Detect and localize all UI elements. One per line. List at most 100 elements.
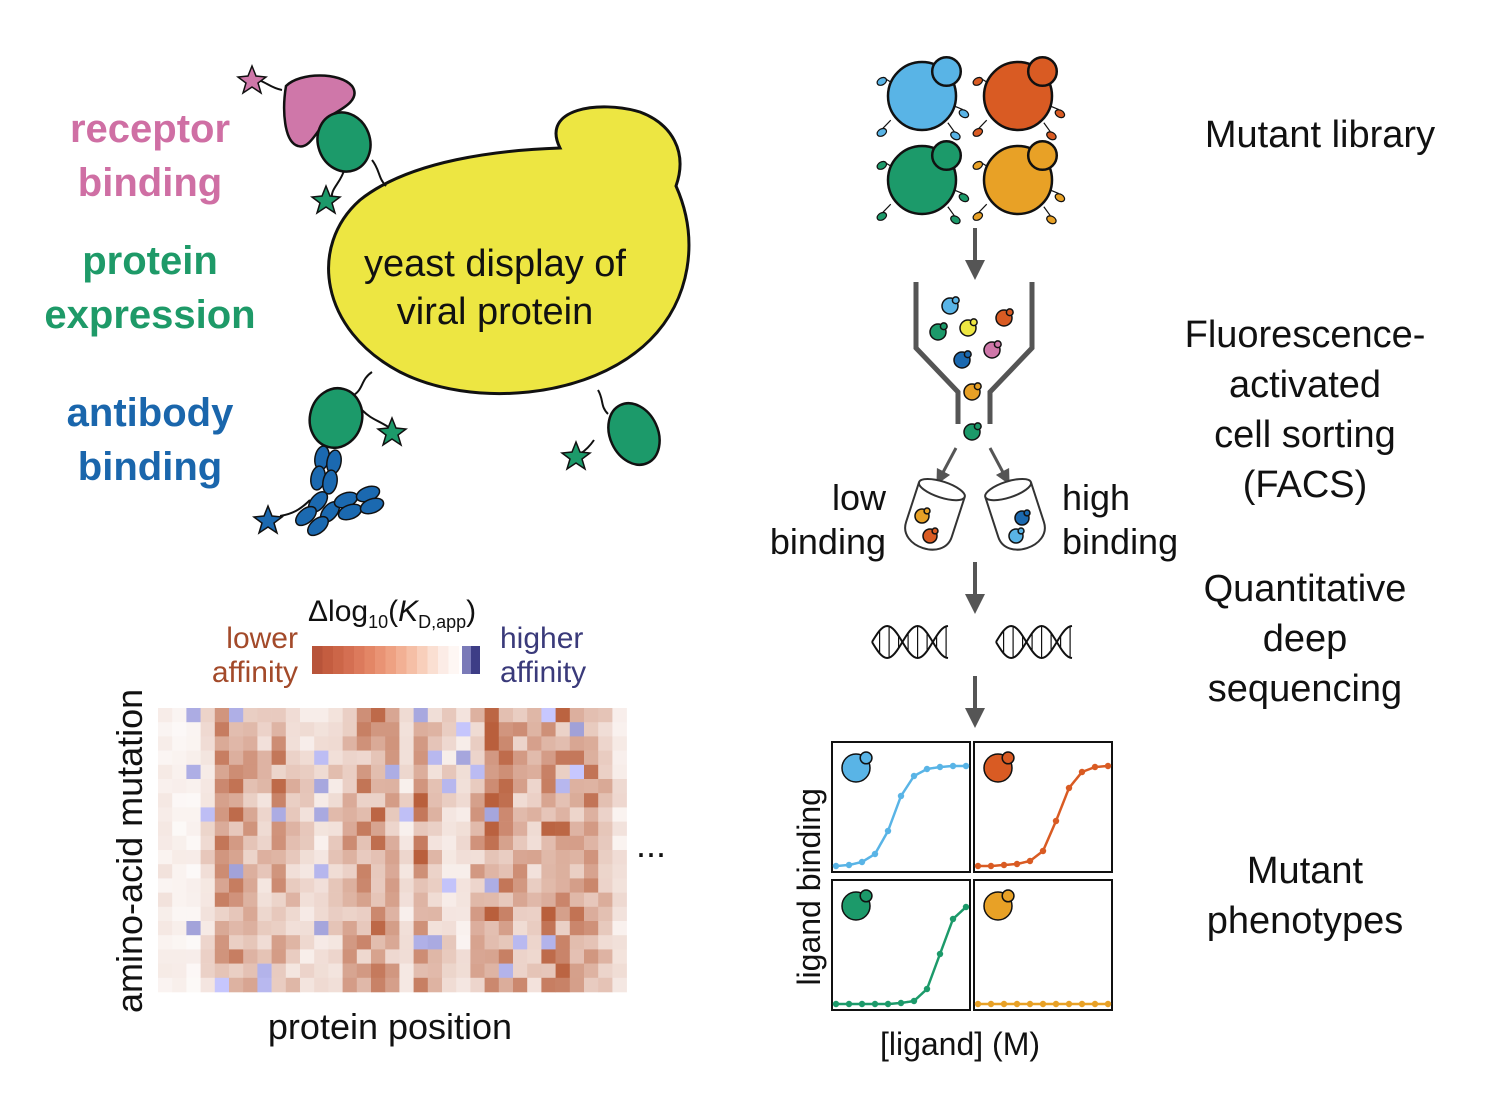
heatmap-cell <box>243 935 258 950</box>
heatmap-cell <box>584 793 599 808</box>
heatmap-cell <box>612 878 627 893</box>
heatmap-cell <box>527 935 542 950</box>
heatmap-cell <box>584 949 599 964</box>
heatmap-cell <box>186 850 201 865</box>
heatmap-cell <box>285 906 301 922</box>
heatmap-cell <box>612 736 627 751</box>
heatmap-cell <box>427 977 443 993</box>
colorbar-title-sub2: D,app <box>418 612 467 632</box>
heatmap-cell <box>399 736 414 751</box>
heatmap-cell <box>413 807 429 822</box>
heatmap-xlabel: protein position <box>267 1006 513 1047</box>
heatmap-cell <box>214 906 230 922</box>
heatmap-cell <box>300 949 315 964</box>
heatmap-cell <box>314 949 329 964</box>
heatmap-cell <box>541 921 556 936</box>
binding-point <box>1026 857 1034 865</box>
heatmap-cell <box>342 935 358 950</box>
heatmap-cell <box>513 750 528 766</box>
heatmap-cell <box>555 963 571 979</box>
heatmap-cell <box>498 949 514 964</box>
heatmap-cell <box>413 864 429 879</box>
heatmap-cell <box>229 736 244 751</box>
heatmap-cell <box>584 708 599 723</box>
heatmap-cell <box>413 835 429 851</box>
heatmap-cell <box>399 878 414 893</box>
heatmap-cell <box>541 850 556 865</box>
heatmap-cell <box>598 736 613 751</box>
heatmap-cell <box>328 963 343 979</box>
heatmap-cell <box>328 821 343 837</box>
heatmap-cell <box>569 722 585 737</box>
heatmap-cell <box>555 892 571 908</box>
heatmap-cell <box>498 835 514 851</box>
heatmap-cell <box>598 935 613 950</box>
heatmap-cell <box>200 722 216 737</box>
heatmap-cell <box>257 793 272 808</box>
heatmap-cell <box>569 935 585 950</box>
heatmap-cell <box>200 977 216 993</box>
heatmap-cell <box>285 736 301 751</box>
lower-affinity-label: lower affinity <box>186 622 298 690</box>
heatmap-cell <box>513 764 528 780</box>
heatmap-cell <box>243 722 258 737</box>
heatmap-cell <box>399 977 414 993</box>
heatmap-cell <box>399 892 414 908</box>
heatmap-cell <box>172 935 187 950</box>
library-cell-blue <box>876 55 970 141</box>
heatmap-cell <box>342 977 358 993</box>
binding-point <box>1052 817 1060 825</box>
binding-panel-0 <box>831 741 971 873</box>
heatmap-cell <box>442 722 457 737</box>
heatmap-cell <box>300 921 315 936</box>
heatmap-cell <box>484 793 500 808</box>
heatmap-cell <box>427 764 443 780</box>
heatmap-cell <box>356 935 372 950</box>
heatmap-cell <box>612 764 627 780</box>
binding-point <box>1000 1000 1008 1008</box>
heatmap-cell <box>484 921 500 936</box>
heatmap-cell <box>214 793 230 808</box>
heatmap-cell <box>427 807 443 822</box>
heatmap-cell <box>413 779 429 794</box>
heatmap-cell <box>314 821 329 837</box>
funnel-cell-7 <box>963 422 982 441</box>
heatmap-cell <box>442 963 457 979</box>
heatmap-cell <box>470 963 485 979</box>
heatmap-cell <box>285 864 301 879</box>
lower-affinity-line2: affinity <box>211 656 298 689</box>
heatmap-cell <box>300 807 315 822</box>
heatmap-cell <box>214 821 230 837</box>
heatmap-cell <box>158 793 173 808</box>
binding-panel-cell-icon <box>841 751 873 783</box>
heatmap-cell <box>371 793 386 808</box>
heatmap-cell <box>598 708 613 723</box>
heatmap-cell <box>484 736 500 751</box>
heatmap-cell <box>214 864 230 879</box>
heatmap-cell <box>399 807 414 822</box>
step-facs-line1: Fluorescence- <box>1184 314 1426 356</box>
heatmap-cell <box>612 892 627 908</box>
heatmap-cell <box>285 878 301 893</box>
binding-point <box>923 985 931 993</box>
heatmap-cell <box>229 722 244 737</box>
binding-point <box>1091 1000 1099 1008</box>
heatmap-cell <box>342 722 358 737</box>
heatmap-cell <box>527 850 542 865</box>
heatmap-cell <box>158 807 173 822</box>
heatmap-cell <box>385 963 400 979</box>
heatmap-cell <box>172 708 187 723</box>
step-sequencing-line1: Quantitative <box>1203 568 1407 610</box>
heatmap-cell <box>470 807 485 822</box>
heatmap-cell <box>541 977 556 993</box>
heatmap-cell <box>257 977 272 993</box>
heatmap-cell <box>555 736 571 751</box>
binding-point <box>1039 847 1047 855</box>
heatmap-cell <box>584 764 599 780</box>
heatmap-cell <box>385 878 400 893</box>
heatmap-cell <box>314 864 329 879</box>
heatmap-cell <box>356 906 372 922</box>
heatmap-cell <box>584 906 599 922</box>
heatmap-cell <box>541 949 556 964</box>
heatmap-cell <box>541 821 556 837</box>
